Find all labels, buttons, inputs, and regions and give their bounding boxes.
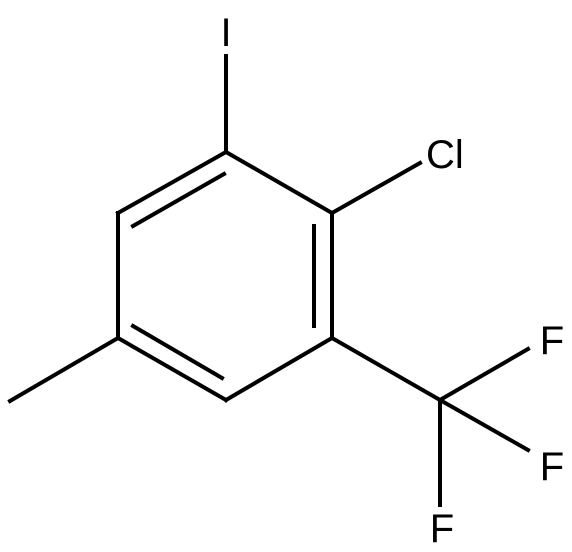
ring-double-bond-inner-top	[130, 171, 227, 229]
ring-double-bond-inner-bottom	[130, 323, 225, 381]
atom-label-fluorine-2: F	[540, 445, 564, 489]
methyl-bond	[7, 335, 121, 404]
ring-bond-c1-c2	[223, 149, 335, 216]
bond-to-fluorine-1	[437, 346, 531, 403]
ring-bond-c4-c5	[115, 335, 229, 403]
atom-label-fluorine-1: F	[540, 319, 564, 363]
atom-label-chlorine: Cl	[426, 133, 464, 177]
atom-label-fluorine-3: F	[430, 507, 454, 551]
bond-to-chlorine	[329, 160, 423, 216]
ring-bond-c3-c4	[223, 335, 335, 403]
ring-bond-c6-c1	[115, 149, 229, 216]
bond-to-fluorine-2	[437, 397, 531, 453]
atom-label-iodine: I	[220, 11, 231, 55]
bond-to-cf3-carbon	[329, 335, 443, 403]
